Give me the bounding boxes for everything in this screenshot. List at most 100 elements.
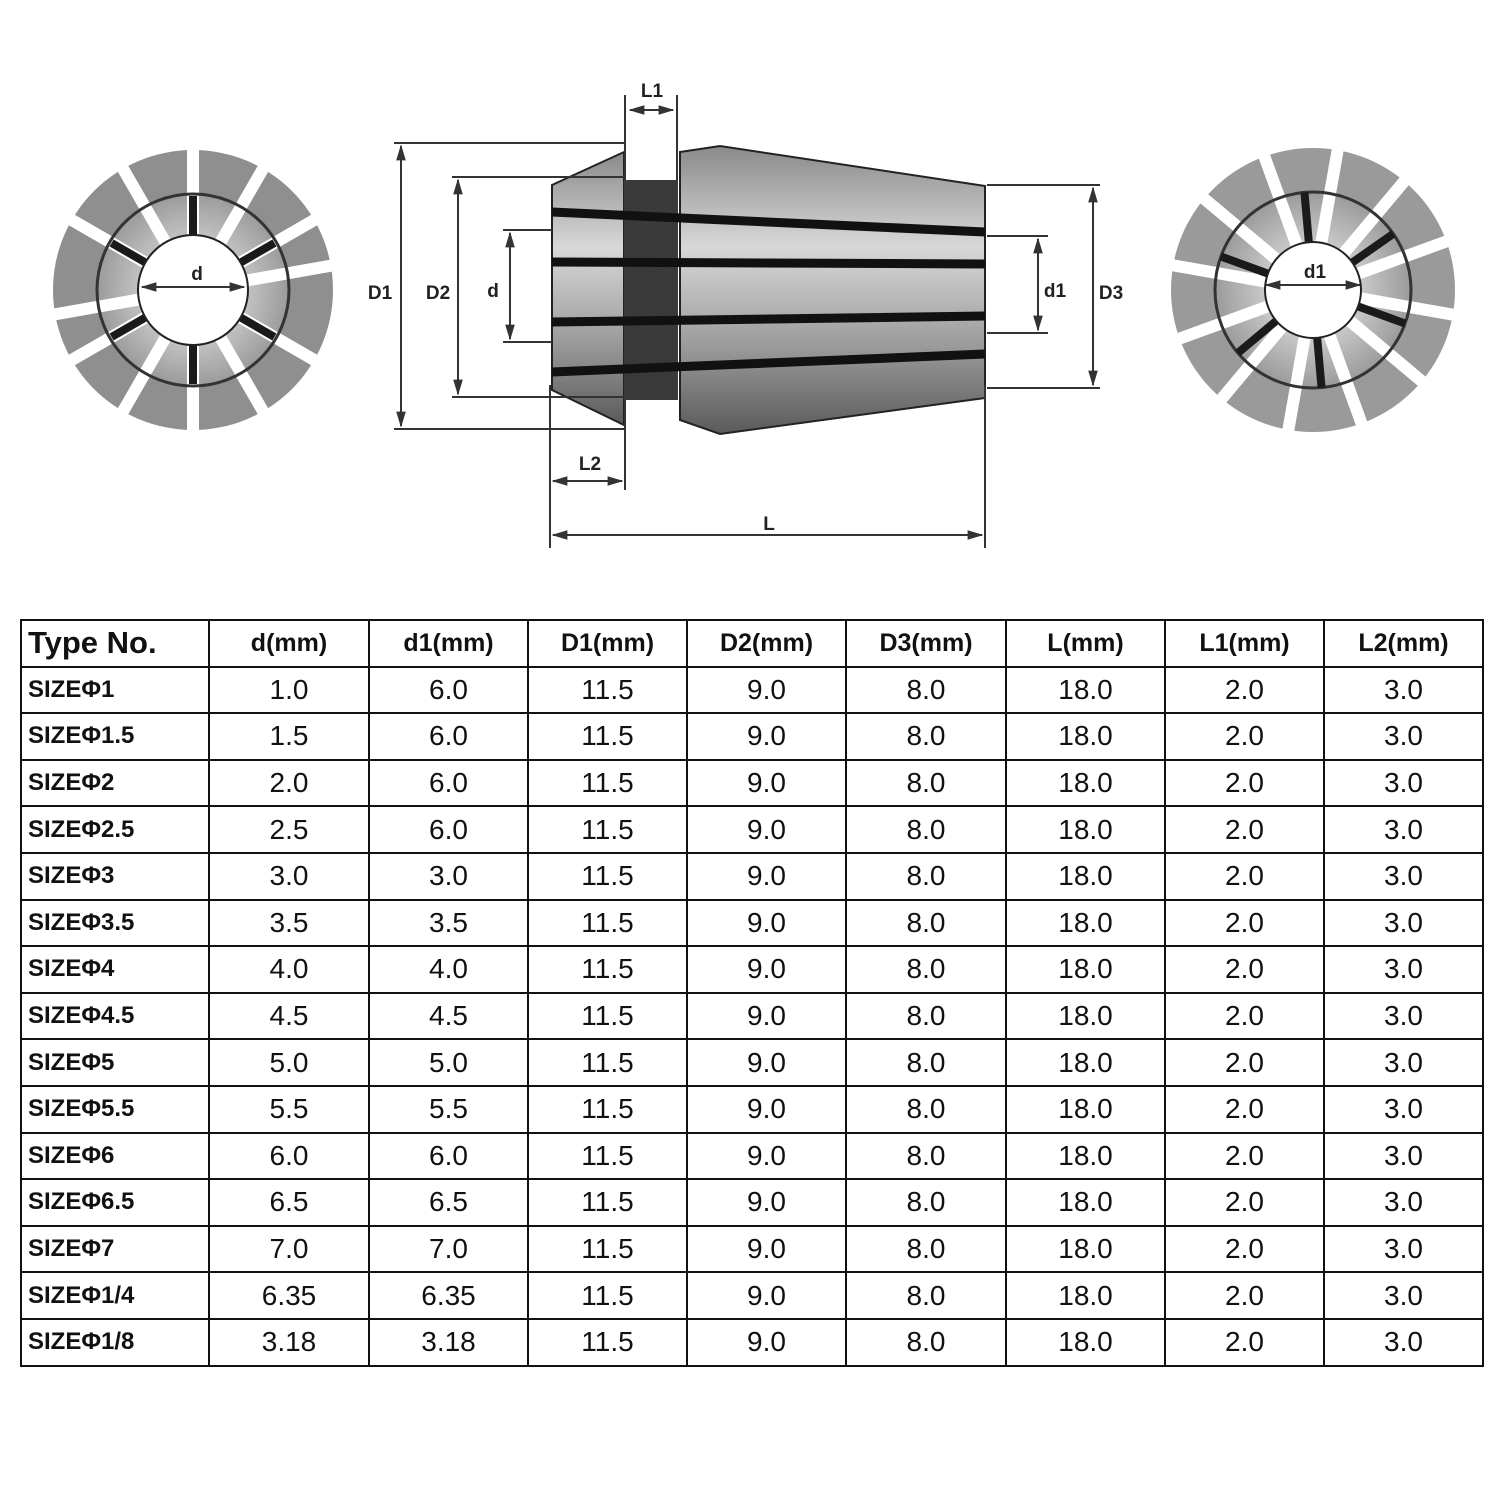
type-no-cell: SIZEΦ5.5 bbox=[20, 1084, 210, 1134]
collet-spec-table: Type No.d(mm)d1(mm)D1(mm)D2(mm)D3(mm)L(m… bbox=[20, 619, 1484, 1367]
value-cell: 6.35 bbox=[208, 1271, 370, 1320]
value-cell: 11.5 bbox=[527, 712, 688, 761]
value-cell: 18.0 bbox=[1005, 805, 1166, 854]
value-cell: 3.5 bbox=[368, 898, 529, 948]
column-header-d: d(mm) bbox=[208, 619, 370, 668]
column-header-type-no: Type No. bbox=[20, 619, 210, 668]
value-cell: 11.5 bbox=[527, 1317, 688, 1367]
value-cell: 9.0 bbox=[686, 1084, 847, 1134]
value-cell: 6.0 bbox=[368, 665, 529, 715]
value-cell: 6.0 bbox=[368, 1131, 529, 1181]
value-cell: 3.0 bbox=[1323, 1178, 1484, 1227]
value-cell: 3.0 bbox=[368, 851, 529, 901]
value-cell: 18.0 bbox=[1005, 1271, 1166, 1320]
value-cell: 11.5 bbox=[527, 898, 688, 948]
D1-label: D1 bbox=[368, 283, 393, 304]
value-cell: 3.0 bbox=[1323, 1224, 1484, 1274]
value-cell: 3.0 bbox=[1323, 1038, 1484, 1087]
value-cell: 2.0 bbox=[1164, 1224, 1325, 1274]
value-cell: 9.0 bbox=[686, 991, 847, 1041]
value-cell: 9.0 bbox=[686, 758, 847, 808]
value-cell: 3.0 bbox=[1323, 898, 1484, 948]
value-cell: 9.0 bbox=[686, 898, 847, 948]
value-cell: 11.5 bbox=[527, 805, 688, 854]
value-cell: 11.5 bbox=[527, 1131, 688, 1181]
value-cell: 18.0 bbox=[1005, 898, 1166, 948]
front-view-collet: d bbox=[49, 145, 337, 435]
value-cell: 11.5 bbox=[527, 1224, 688, 1274]
type-no-cell: SIZEΦ3.5 bbox=[20, 898, 210, 948]
type-no-cell: SIZEΦ2 bbox=[20, 758, 210, 808]
value-cell: 9.0 bbox=[686, 945, 847, 994]
value-cell: 1.5 bbox=[208, 712, 370, 761]
value-cell: 18.0 bbox=[1005, 1038, 1166, 1087]
value-cell: 18.0 bbox=[1005, 1224, 1166, 1274]
value-cell: 11.5 bbox=[527, 758, 688, 808]
value-cell: 3.5 bbox=[208, 898, 370, 948]
value-cell: 3.0 bbox=[208, 851, 370, 901]
value-cell: 8.0 bbox=[845, 758, 1007, 808]
value-cell: 8.0 bbox=[845, 1178, 1007, 1227]
value-cell: 11.5 bbox=[527, 665, 688, 715]
value-cell: 6.0 bbox=[368, 712, 529, 761]
type-no-cell: SIZEΦ1.5 bbox=[20, 712, 210, 761]
value-cell: 18.0 bbox=[1005, 851, 1166, 901]
value-cell: 3.0 bbox=[1323, 758, 1484, 808]
L2-label: L2 bbox=[579, 454, 601, 475]
value-cell: 2.0 bbox=[1164, 712, 1325, 761]
value-cell: 4.0 bbox=[368, 945, 529, 994]
type-no-cell: SIZEΦ5 bbox=[20, 1038, 210, 1087]
column-header-l1: L1(mm) bbox=[1164, 619, 1325, 668]
value-cell: 18.0 bbox=[1005, 1131, 1166, 1181]
value-cell: 6.0 bbox=[368, 805, 529, 854]
value-cell: 6.0 bbox=[368, 758, 529, 808]
value-cell: 9.0 bbox=[686, 712, 847, 761]
value-cell: 3.0 bbox=[1323, 1317, 1484, 1367]
value-cell: 3.18 bbox=[368, 1317, 529, 1367]
value-cell: 18.0 bbox=[1005, 665, 1166, 715]
column-header-l2: L2(mm) bbox=[1323, 619, 1484, 668]
value-cell: 9.0 bbox=[686, 1178, 847, 1227]
value-cell: 18.0 bbox=[1005, 945, 1166, 994]
front-view-d-label: d bbox=[191, 264, 203, 285]
value-cell: 3.0 bbox=[1323, 805, 1484, 854]
value-cell: 3.0 bbox=[1323, 851, 1484, 901]
value-cell: 2.0 bbox=[1164, 1317, 1325, 1367]
column-header-d1: D1(mm) bbox=[527, 619, 688, 668]
value-cell: 3.18 bbox=[208, 1317, 370, 1367]
value-cell: 8.0 bbox=[845, 1084, 1007, 1134]
d-label: d bbox=[487, 281, 499, 302]
value-cell: 2.0 bbox=[1164, 1084, 1325, 1134]
column-header-d2: D2(mm) bbox=[686, 619, 847, 668]
value-cell: 2.0 bbox=[1164, 1271, 1325, 1320]
value-cell: 3.0 bbox=[1323, 712, 1484, 761]
value-cell: 9.0 bbox=[686, 1271, 847, 1320]
d1-label: d1 bbox=[1044, 281, 1067, 302]
type-no-cell: SIZEΦ7 bbox=[20, 1224, 210, 1274]
value-cell: 9.0 bbox=[686, 851, 847, 901]
value-cell: 9.0 bbox=[686, 1224, 847, 1274]
rear-view-collet: d1 bbox=[1169, 146, 1457, 434]
value-cell: 8.0 bbox=[845, 1317, 1007, 1367]
value-cell: 11.5 bbox=[527, 991, 688, 1041]
diagram-canvas: d bbox=[49, 81, 1457, 548]
value-cell: 8.0 bbox=[845, 991, 1007, 1041]
dimension-lines bbox=[394, 95, 1100, 548]
value-cell: 2.0 bbox=[1164, 851, 1325, 901]
value-cell: 5.5 bbox=[368, 1084, 529, 1134]
value-cell: 18.0 bbox=[1005, 1317, 1166, 1367]
value-cell: 5.0 bbox=[208, 1038, 370, 1087]
type-no-cell: SIZEΦ3 bbox=[20, 851, 210, 901]
value-cell: 9.0 bbox=[686, 1038, 847, 1087]
value-cell: 18.0 bbox=[1005, 991, 1166, 1041]
